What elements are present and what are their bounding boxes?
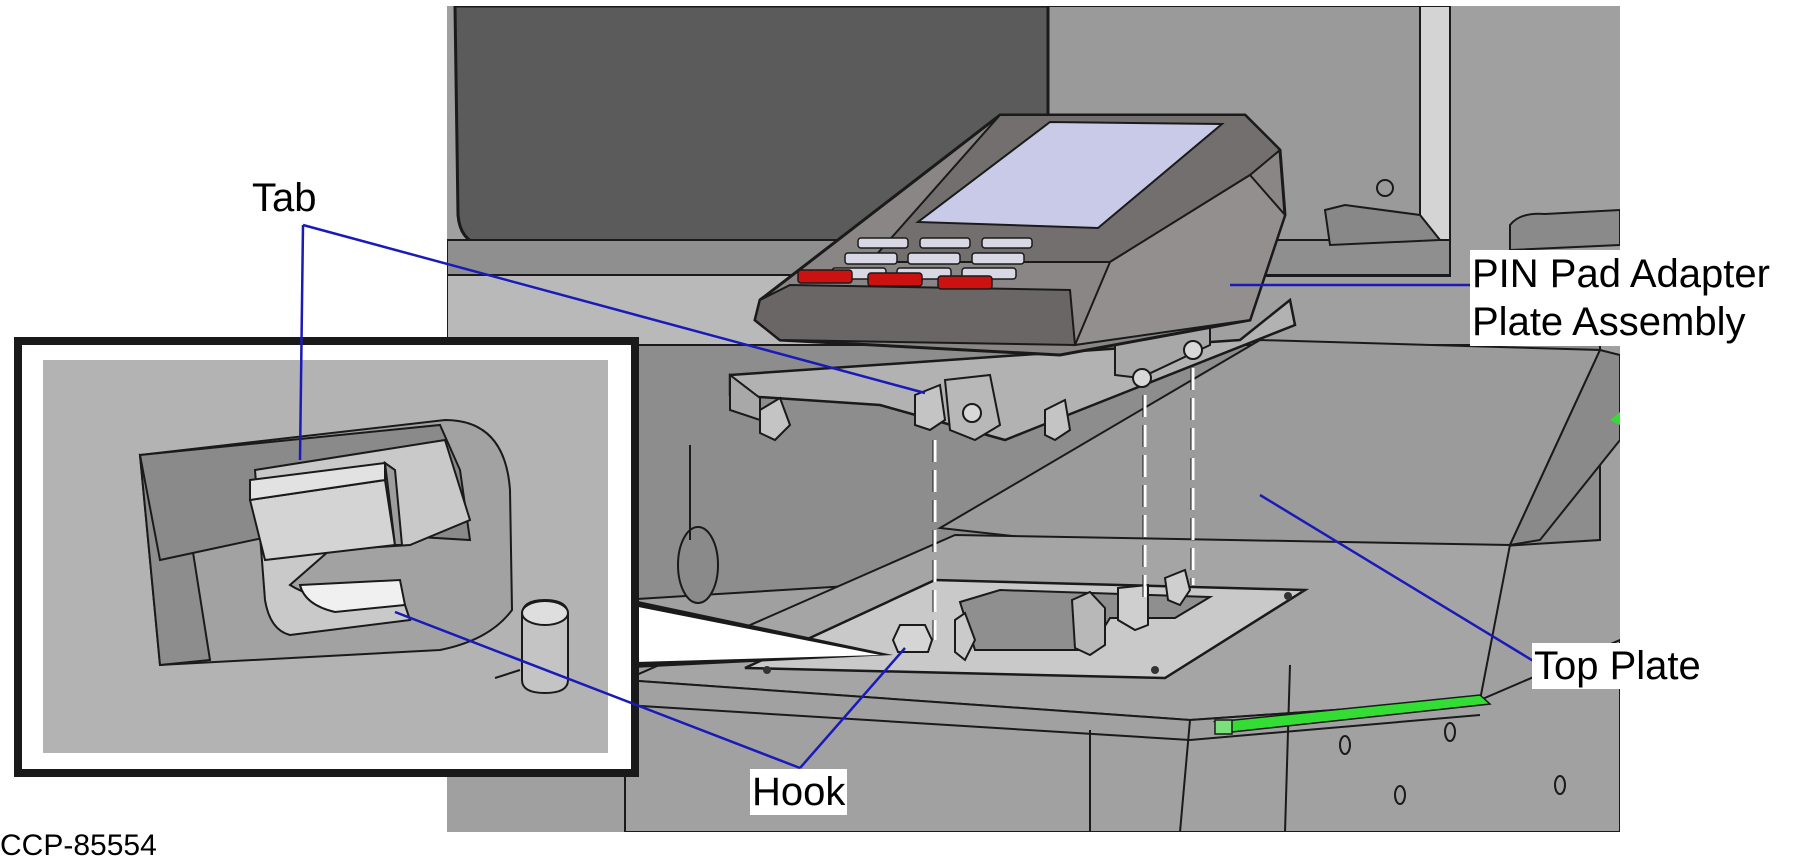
rear-screw-2 xyxy=(1183,340,1203,360)
adapter-hook-2 xyxy=(914,383,947,432)
plate-hook-rear-2 xyxy=(1163,568,1192,607)
detail-tab-side xyxy=(383,460,404,546)
slot-block xyxy=(1070,590,1106,657)
alignment-lines-shadow xyxy=(932,368,1192,640)
hole-1 xyxy=(1339,735,1351,755)
keypad xyxy=(797,237,1033,290)
adapter-hook-1 xyxy=(759,396,792,442)
detail-post-shadow xyxy=(494,669,521,679)
bracket xyxy=(1323,203,1443,247)
key xyxy=(971,252,1025,265)
adapter-hook-3 xyxy=(1044,398,1072,442)
drawing-code: CCP-85554 xyxy=(0,829,157,862)
alignment-lines xyxy=(933,368,1195,640)
leader-lines xyxy=(298,223,1541,770)
led-side xyxy=(1610,412,1620,425)
detail-hook-slot xyxy=(298,578,407,614)
top-plate-label: Top Plate xyxy=(1532,643,1703,689)
key xyxy=(907,252,961,265)
pin-pad-label-line-2: Plate Assembly xyxy=(1472,300,1746,344)
panel-hole xyxy=(1376,179,1394,197)
key xyxy=(919,237,971,249)
detail-inset xyxy=(14,337,639,777)
main-scene xyxy=(447,6,1620,832)
red-key xyxy=(797,269,853,284)
top-plate-side xyxy=(1508,348,1620,547)
leader-hook-main xyxy=(799,647,906,769)
front-edge xyxy=(624,704,1481,742)
key xyxy=(981,237,1033,249)
detail-pointer-inner xyxy=(633,606,880,662)
leader-tab-main xyxy=(302,223,926,395)
adapter-screw xyxy=(962,403,982,423)
pin-pad-adapter-label: PIN Pad Adapter Plate Assembly xyxy=(1470,250,1772,346)
cable-loop xyxy=(677,526,719,604)
hole-4 xyxy=(1554,775,1566,795)
pin-pad-screen xyxy=(915,120,1225,230)
side-rail xyxy=(1509,208,1620,252)
key xyxy=(857,237,909,249)
red-key xyxy=(867,272,923,287)
pin-pad-label-line-1: PIN Pad Adapter xyxy=(1472,252,1770,296)
screw-3 xyxy=(1151,666,1159,674)
screw-2 xyxy=(1284,592,1292,600)
led-end xyxy=(1214,719,1233,735)
plate-hook-left xyxy=(891,624,934,653)
detail-post-top xyxy=(521,600,569,626)
red-key xyxy=(937,275,993,290)
panel-seam-2 xyxy=(1179,719,1191,832)
tab-label: Tab xyxy=(250,175,319,221)
hole-2 xyxy=(1444,722,1456,742)
hook-label: Hook xyxy=(750,769,848,815)
pin-pad-front xyxy=(753,283,1077,347)
detail-tab-top xyxy=(249,461,386,502)
leader-hook-inset xyxy=(394,610,801,770)
key xyxy=(844,252,898,265)
leader-top-plate xyxy=(1259,493,1541,667)
screw-1 xyxy=(763,666,771,674)
leader-tab-inset xyxy=(298,224,305,461)
plate-hook-right xyxy=(954,611,977,662)
hole-3 xyxy=(1394,785,1406,805)
pin-pad-side xyxy=(1073,173,1287,347)
panel-seam-3 xyxy=(1284,664,1291,832)
rear-screw-1 xyxy=(1132,368,1152,388)
